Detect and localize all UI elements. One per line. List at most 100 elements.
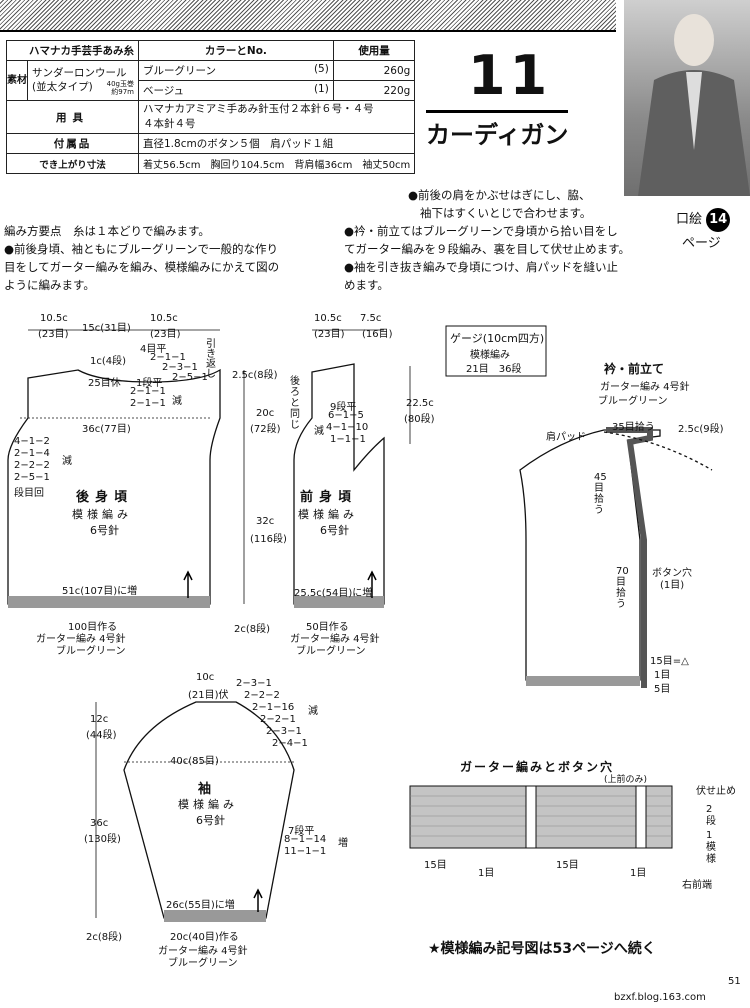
back-top-right-st: (23目) <box>150 329 181 340</box>
page-ref: 口絵 14 ページ <box>676 208 746 251</box>
yarn-length: 約97m <box>111 87 134 96</box>
collar-body-outline <box>519 429 661 681</box>
collar-button-st: (1目) <box>660 580 685 591</box>
note-l-3: 目をしてガーター編みを編み、模様編みにかえて図の <box>4 260 280 274</box>
sleeve-hem-border <box>164 910 266 922</box>
chart-label-2: 1目 <box>478 868 495 879</box>
front-neck-dec-1: 9段平 <box>330 402 357 413</box>
model-silhouette <box>638 14 750 196</box>
gauge-title: ゲージ(10cm四方) <box>450 332 545 345</box>
stitch-chart-lines <box>410 795 672 837</box>
collar-button: ボタン穴 <box>652 568 692 579</box>
sleeve-cap-dec-1: 2−3−1 <box>236 678 272 689</box>
sleeve-len: 36c <box>90 818 109 829</box>
yarn-type: (並太タイプ) <box>32 80 93 93</box>
spec-table: ハマナカ手芸手あみ糸 カラーとNo. 使用量 素材 サンダーロンウール (並太タ… <box>6 40 416 174</box>
note-r-2: てガーター編みを９段編み、裏を目して伏せ止めます。 <box>344 242 631 256</box>
chart-bind-off: 伏せ止め <box>696 786 736 797</box>
sleeve-cap-dec-6: 2−4−1 <box>272 738 308 749</box>
back-pattern: 模様編み <box>72 508 132 521</box>
sleeve-cast-on: 20c(40目)作る <box>170 932 239 943</box>
note-l-2: ●前後身頃、袖ともにブルーグリーンで一般的な作り <box>4 242 278 256</box>
chart-rows-label: 2段 <box>706 804 716 827</box>
note-rt-2: 袖下はすくいとじで合わせます。 <box>420 206 592 220</box>
front-border: ガーター編み 4号針 <box>290 634 380 645</box>
note-right: ●衿・前立てはブルーグリーンで身頃から拾い目をし てガーター編みを９段編み、裏を… <box>344 222 630 294</box>
note-left: 編み方要点 糸は１本どりで編みます。 ●前後身頃、袖ともにブルーグリーンで一般的… <box>4 222 279 294</box>
sleeve-pattern: 模様編み <box>178 798 238 811</box>
chart-label-4: 1目 <box>630 868 647 879</box>
tools-line1: ハマナカアミアミ手あみ針玉付２本針６号・４号 <box>143 103 374 115</box>
back-shoulder: 4目平 <box>140 344 167 355</box>
sleeve-len-st: (130段) <box>84 834 121 845</box>
front-top-left: 10.5c <box>314 313 342 324</box>
collar-hem-border <box>526 676 640 686</box>
back-neck-dec3: 2−1−1 <box>130 398 166 409</box>
sleeve-width: 40c(85目) <box>170 756 219 767</box>
note-r-1: ●衿・前立てはブルーグリーンで身頃から拾い目をし <box>344 224 618 238</box>
front-neck-dec-3: 4−1−10 <box>326 422 369 433</box>
header-hatch <box>0 0 616 32</box>
front-border-color: ブルーグリーン <box>296 646 366 657</box>
notions-value: 直径1.8cmのボタン５個 肩パッド１組 <box>137 133 416 154</box>
yarn-brand: ハマナカ手芸手あみ糸 <box>6 40 139 61</box>
color-1-no: (5) <box>313 63 329 75</box>
gauge-box <box>445 325 547 377</box>
note-r-3: ●袖を引き抜き編みで身頃につけ、肩パッドを縫い止 <box>344 260 618 274</box>
front-up-arrow <box>367 570 377 598</box>
sleeve-cap-dec-3: 2−1−16 <box>252 702 295 713</box>
front-top-left-st: (23目) <box>314 329 345 340</box>
collar-pad: 肩パッド <box>546 432 586 443</box>
back-armhole-3: 2−2−2 <box>14 460 50 471</box>
sleeve-hem-h: 2c(8段) <box>86 932 123 943</box>
note-right-top: ●前後の肩をかぶせはぎにし、脇、 袖下はすくいとじで合わせます。 <box>408 186 591 222</box>
gauge-pattern: 模様編み <box>470 350 510 361</box>
back-up-arrow <box>183 570 193 598</box>
front-neck-dec-2: 6−1−5 <box>328 410 364 421</box>
collar-back-pick: 35目拾う <box>612 422 655 433</box>
footer-continued: ★模様編み記号図は53ページへ続く <box>428 941 656 957</box>
site-watermark: bzxf.blog.163.com <box>614 992 706 1003</box>
back-neck-dec: 1段平 <box>136 378 163 389</box>
back-armhole-2: 2−1−4 <box>14 448 50 459</box>
back-neck-bind: 25目休 <box>88 378 121 389</box>
back-armhole-1: 4−1−2 <box>14 436 50 447</box>
sleeve-cap-dec-2: 2−2−2 <box>244 690 280 701</box>
page-number: 51 <box>728 976 741 987</box>
front-neck-dec-mark: 減 <box>314 426 324 437</box>
sleeve-inc-3: 11−1−1 <box>284 846 327 857</box>
back-top-mid: 15c(31目) <box>82 323 131 334</box>
note-r-4: めます。 <box>344 278 389 292</box>
back-top-left: 10.5c <box>40 313 68 324</box>
chart-label-1: 15目 <box>424 860 447 871</box>
sleeve-top-st: (21目)伏 <box>188 690 229 701</box>
page-ref-number: 14 <box>706 208 731 232</box>
front-pattern: 模様編み <box>298 508 358 521</box>
front-top-right-st: (16目) <box>362 329 393 340</box>
collar-band <box>606 427 653 688</box>
front-bottom-inc: 25.5c(54目)に増 <box>294 588 373 599</box>
sleeve-cap-h-st: (44段) <box>86 730 117 741</box>
back-shoulder-rows: 2−1−1 <box>150 352 186 363</box>
front-shoulder-h: 2.5c(8段) <box>232 370 278 381</box>
back-shoulder-rows3: 2−5−1 <box>172 372 208 383</box>
pattern-title: カーディガン <box>426 110 569 150</box>
chart-unit-label: 1模様 <box>706 830 716 865</box>
chart-front-edge: 右前端 <box>682 880 712 891</box>
yarn-weight: 40g玉巻 <box>106 79 134 88</box>
sleeve-title: 袖 <box>198 782 212 797</box>
back-turn: 引き返し <box>206 339 216 380</box>
size-value: 着丈56.5cm 胸回り104.5cm 背肩幅36cm 袖丈50cm <box>137 153 416 174</box>
sleeve-cap-h: 12c <box>90 714 109 725</box>
color-1-name: ブルーグリーン <box>143 65 216 77</box>
back-top-right: 10.5c <box>150 313 178 324</box>
color-2-no: (1) <box>313 83 329 95</box>
tools-line2: ４本針４号 <box>143 118 196 130</box>
front-title: 前身頃 <box>300 490 358 505</box>
page-ref-suffix: ページ <box>682 236 721 251</box>
back-border-color: ブルーグリーン <box>56 646 126 657</box>
sleeve-cap-dec-4: 2−2−1 <box>260 714 296 725</box>
chart-title: ガーター編みとボタン穴 <box>460 760 615 774</box>
front-top-right: 7.5c <box>360 313 382 324</box>
front-neck-depth-st: (80段) <box>404 414 435 425</box>
